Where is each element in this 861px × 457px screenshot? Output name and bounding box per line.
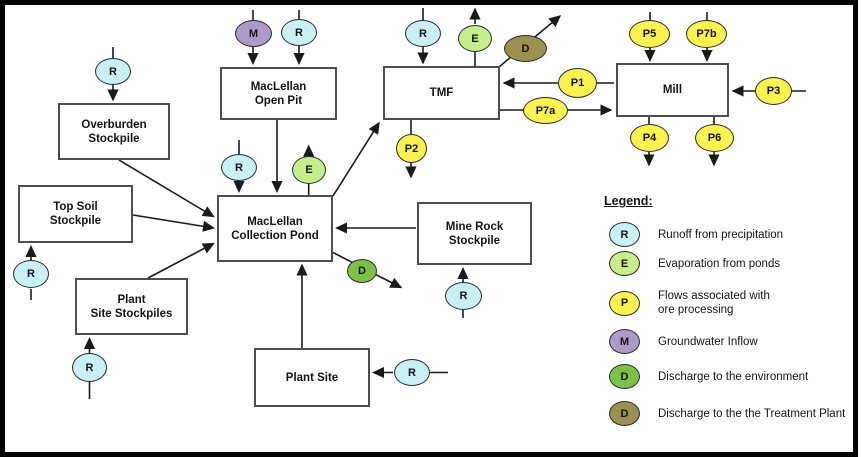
discharge-environment-circle-pond: D bbox=[347, 259, 377, 283]
process-circle-p3: P3 bbox=[755, 77, 792, 105]
process-legend-icon: P bbox=[609, 290, 640, 316]
process-circle-p1: P1 bbox=[558, 68, 597, 98]
runoff-circle-top-soil: R bbox=[13, 260, 49, 288]
node-maclellan-collection-pond: MacLellan Collection Pond bbox=[217, 195, 333, 262]
runoff-circle-open-pit: R bbox=[281, 19, 317, 46]
legend-item-label: Discharge to the environment bbox=[658, 370, 809, 383]
evaporation-circle-tmf: E bbox=[458, 25, 492, 52]
evaporation-circle-pond: E bbox=[292, 156, 326, 184]
discharge-environment-legend-icon: D bbox=[609, 364, 640, 389]
discharge-treatment-circle-tmf: D bbox=[504, 35, 547, 62]
node-top-soil-stockpile: Top Soil Stockpile bbox=[18, 185, 133, 243]
runoff-circle-plant-stockpiles: R bbox=[72, 353, 107, 382]
runoff-circle-overburden: R bbox=[95, 58, 131, 85]
legend-item-process: P Flows associated with ore processing bbox=[609, 289, 770, 317]
node-tmf: TMF bbox=[383, 66, 500, 120]
runoff-circle-plant-site: R bbox=[394, 359, 430, 386]
legend-item-evaporation: E Evaporation from ponds bbox=[609, 251, 780, 276]
node-maclellan-open-pit: MacLellan Open Pit bbox=[220, 67, 337, 120]
legend-title: Legend: bbox=[604, 194, 653, 208]
groundwater-circle-open-pit: M bbox=[235, 20, 272, 47]
discharge-treatment-legend-icon: D bbox=[609, 401, 640, 426]
runoff-circle-tmf: R bbox=[405, 20, 441, 47]
runoff-circle-pond: R bbox=[221, 154, 257, 181]
node-mine-rock-stockpile: Mine Rock Stockpile bbox=[417, 202, 532, 265]
process-circle-p7a: P7a bbox=[523, 97, 568, 124]
evaporation-legend-icon: E bbox=[609, 251, 640, 276]
process-circle-p7b: P7b bbox=[686, 20, 727, 48]
node-mill: Mill bbox=[616, 63, 729, 117]
legend-item-label: Evaporation from ponds bbox=[658, 257, 781, 270]
legend-item-label: Discharge to the the Treatment Plant bbox=[658, 407, 846, 420]
process-circle-p4: P4 bbox=[630, 124, 669, 152]
process-circle-p5: P5 bbox=[629, 20, 670, 48]
legend-item-discharge-environment: D Discharge to the environment bbox=[609, 364, 808, 389]
node-plant-site-stockpiles: Plant Site Stockpiles bbox=[75, 278, 188, 335]
legend-item-discharge-treatment: D Discharge to the the Treatment Plant bbox=[609, 401, 845, 426]
legend-item-label: Runoff from precipitation bbox=[658, 228, 784, 241]
process-circle-p6: P6 bbox=[695, 124, 734, 152]
legend-item-runoff: R Runoff from precipitation bbox=[609, 222, 783, 247]
legend-item-label: Flows associated with ore processing bbox=[658, 290, 770, 316]
runoff-circle-mine-rock: R bbox=[445, 282, 482, 310]
legend-item-groundwater: M Groundwater Inflow bbox=[609, 329, 758, 354]
node-plant-site: Plant Site bbox=[254, 348, 370, 407]
legend-item-label: Groundwater Inflow bbox=[658, 335, 758, 348]
runoff-legend-icon: R bbox=[609, 222, 640, 247]
node-overburden-stockpile: Overburden Stockpile bbox=[58, 103, 170, 160]
process-circle-p2: P2 bbox=[396, 134, 427, 163]
groundwater-legend-icon: M bbox=[609, 329, 640, 354]
